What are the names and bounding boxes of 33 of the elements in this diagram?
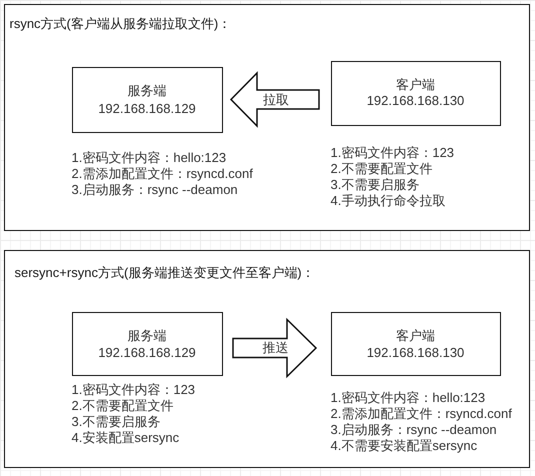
host-box [330,312,500,376]
note-text: 1.密码文件内容：123 [330,145,454,161]
ip-address: 192.168.168.129 [98,344,196,360]
note-text: 2.不需要配置文件 [330,161,432,177]
note-text: 2.需添加配置文件：rsyncd.conf [72,166,253,182]
note-text: 4.手动执行命令拉取 [330,193,446,209]
host-label: 客户端 [396,77,435,93]
ip-address: 192.168.168.129 [98,100,196,118]
edge-label: 拉取 [262,92,290,108]
section-title: rsync方式(客户端从服务端拉取文件)： [10,16,232,32]
section-panel [4,250,530,468]
note-text: 3.启动服务：rsync --deamon [330,422,497,438]
ip-address: 192.168.168.130 [366,344,464,360]
note-text: 1.密码文件内容：123 [72,382,196,398]
note-text: 1.密码文件内容：hello:123 [72,150,226,166]
section-title: sersync+rsync方式(服务端推送变更文件至客户端)： [14,264,315,280]
note-text: 1.密码文件内容：hello:123 [330,390,486,406]
host-label: 服务端 [128,326,166,344]
host-box [72,66,222,132]
note-text: 3.不需要启服务 [72,414,160,430]
host-label: 客户端 [396,326,435,344]
note-text: 4.不需要安装配置sersync [330,438,478,454]
note-text: 4.安装配置sersync [72,430,180,446]
edge-label: 推送 [262,340,290,356]
host-label: 服务端 [128,82,166,100]
note-text: 3.启动服务：rsync --deamon [72,182,238,198]
note-text: 2.不需要配置文件 [72,398,174,414]
note-text: 3.不需要启服务 [330,177,420,193]
host-box [330,60,500,126]
section-panel [4,4,530,231]
ip-address: 192.168.168.130 [366,93,464,109]
host-box [72,312,222,376]
note-text: 2.需添加配置文件：rsyncd.conf [330,406,512,422]
